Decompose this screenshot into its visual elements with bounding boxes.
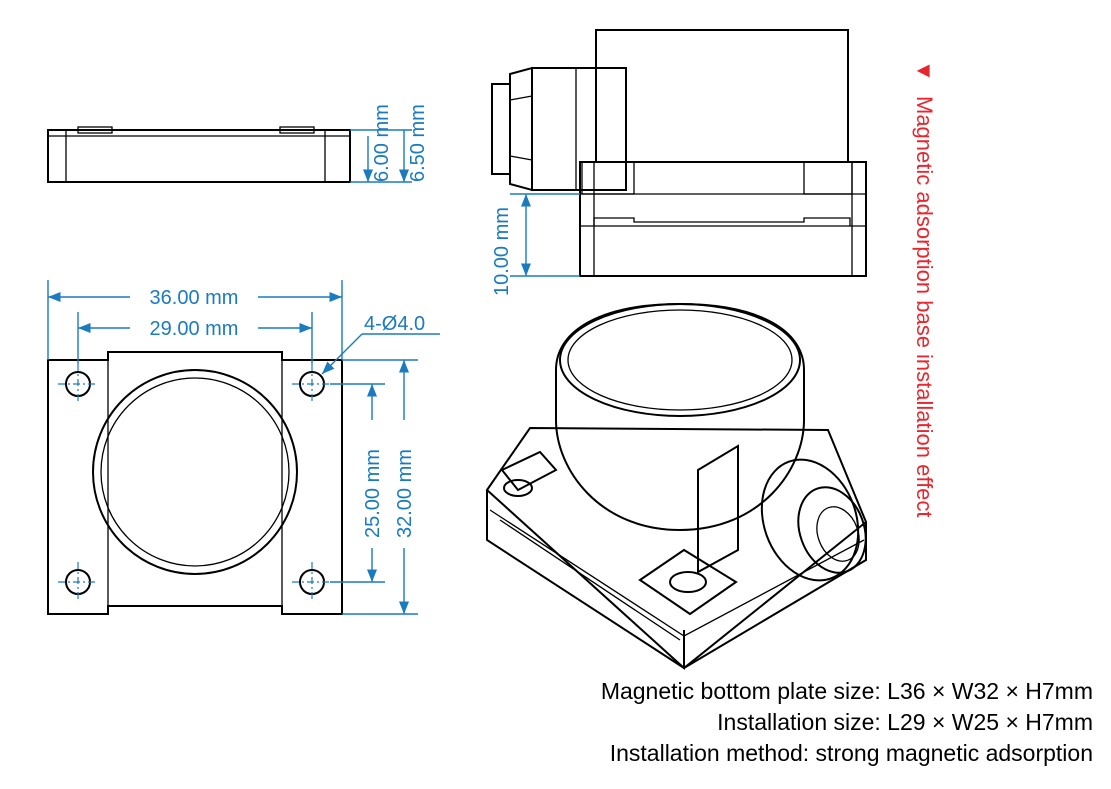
sensor-isometric-view	[485, 302, 868, 670]
caption-marker: ▼	[912, 60, 937, 82]
thickness-dimensions: 6.00 mm 6.50 mm	[350, 104, 429, 183]
spec-install-method: Installation method: strong magnetic ads…	[609, 740, 1093, 766]
mounting-hole	[58, 364, 98, 404]
plate-edge-view	[47, 126, 351, 183]
dim-36-00: 36.00 mm	[150, 287, 239, 309]
mounting-hole	[58, 562, 98, 602]
spec-install-size: Installation size: L29 × W25 × H7mm	[717, 709, 1093, 735]
spec-plate-size: Magnetic bottom plate size: L36 × W32 × …	[600, 678, 1093, 704]
mounting-hole	[292, 364, 332, 404]
plate-plan-view	[47, 351, 343, 615]
sensor-side-view	[491, 29, 867, 277]
dim-10-00: 10.00 mm	[491, 207, 513, 296]
dim-6-50: 6.50 mm	[407, 104, 429, 182]
dim-32-00: 32.00 mm	[394, 449, 416, 538]
spec-list: Magnetic bottom plate size: L36 × W32 × …	[601, 676, 1093, 769]
dim-hole-callout: 4-Ø4.0	[364, 313, 425, 335]
dim-29-00: 29.00 mm	[150, 318, 239, 340]
side-height-dimension: 10.00 mm	[491, 193, 580, 296]
dim-6-00: 6.00 mm	[371, 104, 393, 182]
plan-dimensions: 36.00 mm 29.00 mm 4-Ø4.0 25.00 mm 32.00 …	[47, 280, 440, 615]
mounting-hole	[292, 562, 332, 602]
dim-25-00: 25.00 mm	[362, 449, 384, 538]
caption-text: Magnetic adsorption base installation ef…	[912, 96, 937, 518]
